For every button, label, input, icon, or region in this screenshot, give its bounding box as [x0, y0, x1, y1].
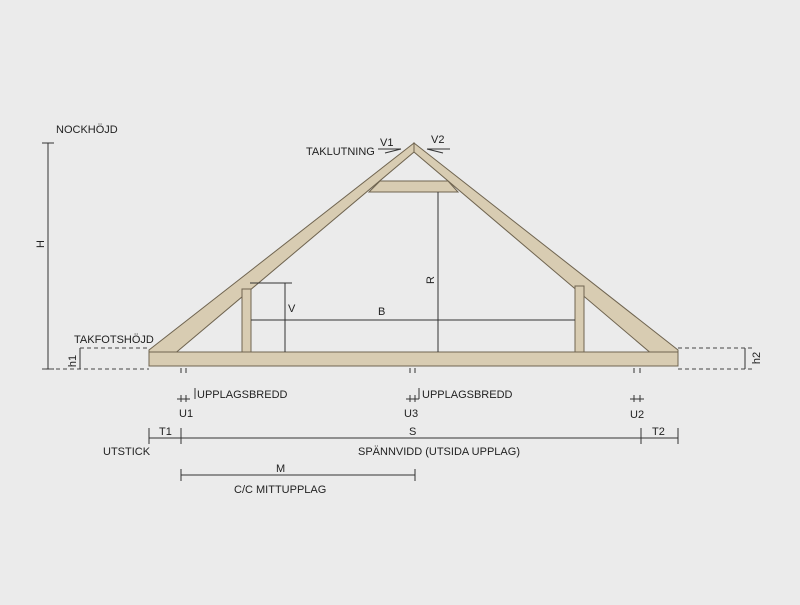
knee-height-dimension: V	[250, 282, 296, 352]
truss	[148, 141, 679, 373]
width-dimension: B	[251, 306, 575, 321]
utstick-label: UTSTICK	[103, 446, 151, 458]
h1-label: h1	[67, 355, 79, 367]
r-label: R	[425, 276, 437, 284]
collar-tie	[367, 180, 460, 193]
h-label: H	[35, 240, 47, 248]
right-rafter	[413, 141, 679, 367]
eave-height-left: TAKFOTSHÖJD h1	[67, 334, 154, 369]
spannvidd-label: SPÄNNVIDD (UTSIDA UPPLAG)	[358, 446, 520, 458]
span-dimension: T1 S T2 UTSTICK SPÄNNVIDD (UTSIDA UPPLAG…	[103, 426, 679, 458]
bottom-chord	[148, 351, 679, 367]
left-knee-post	[241, 288, 252, 353]
cc-mittupplag-label: C/C MITTUPPLAG	[234, 484, 326, 496]
roof-pitch-annotation: TAKLUTNING V1 V2	[306, 134, 450, 158]
bearing-width-u1: UPPLAGSBREDD U1	[177, 388, 288, 420]
t1-label: T1	[159, 426, 172, 438]
v1-label: V1	[380, 137, 393, 149]
t2-label: T2	[652, 426, 665, 438]
ridge-height-dimension: NOCKHÖJD H	[35, 124, 118, 370]
v-label: V	[288, 303, 296, 315]
bearing-width-u2: U2	[630, 395, 644, 421]
v2-label: V2	[431, 134, 444, 146]
bearing-marks	[180, 368, 641, 373]
left-rafter	[148, 141, 415, 367]
u3-label: U3	[404, 408, 418, 420]
m-label: M	[276, 463, 285, 475]
b-label: B	[378, 306, 385, 318]
h2-label: h2	[751, 352, 763, 364]
center-support-dimension: M C/C MITTUPPLAG	[180, 463, 416, 496]
u1-label: U1	[179, 408, 193, 420]
bearing-width-u3: UPPLAGSBREDD U3	[404, 388, 513, 420]
upplagsbredd-left-label: UPPLAGSBREDD	[197, 389, 288, 401]
nockhojd-label: NOCKHÖJD	[56, 124, 118, 136]
room-height-dimension: R	[425, 192, 439, 352]
upplagsbredd-mid-label: UPPLAGSBREDD	[422, 389, 513, 401]
takfotshojd-label: TAKFOTSHÖJD	[74, 334, 154, 346]
taklutning-label: TAKLUTNING	[306, 146, 375, 158]
eave-height-right: h2	[678, 347, 763, 369]
s-label: S	[409, 426, 416, 438]
right-knee-post	[574, 285, 585, 353]
u2-label: U2	[630, 409, 644, 421]
